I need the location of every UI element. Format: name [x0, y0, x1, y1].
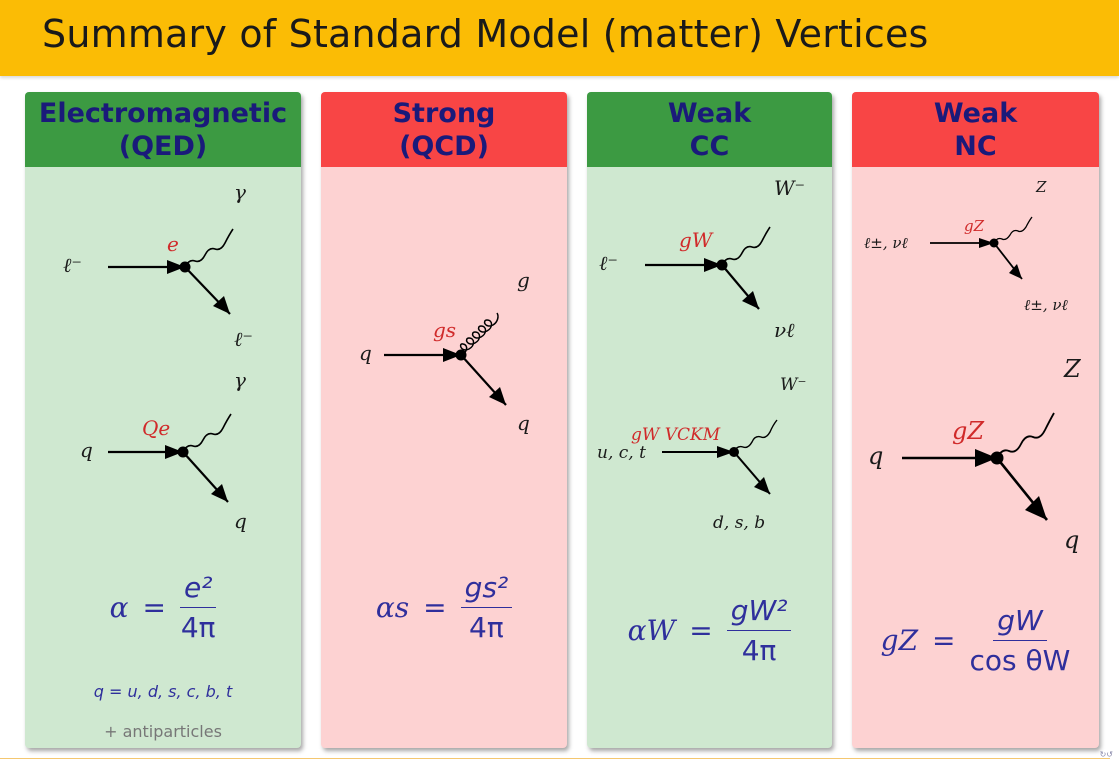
qed-v2-coupling: Qe — [142, 416, 170, 440]
beamer-navigation-icon[interactable]: ↻↺ — [1099, 750, 1113, 759]
header-qcd-line2: (QCD) — [399, 130, 489, 162]
qed-v1-coupling: e — [167, 232, 179, 256]
weak-nc-formula-numerator: gW — [993, 604, 1047, 641]
weak-nc-feynman-diagrams: ℓ±, νℓ gZ Z ℓ±, νℓ q gZ Z q — [864, 178, 1082, 554]
weak-nc-v1-in-label: ℓ±, νℓ — [864, 234, 908, 252]
qed-feynman-diagrams: ℓ⁻ e γ ℓ⁻ q Qe γ q — [63, 180, 253, 533]
weak-nc-v1-coupling: gZ — [964, 217, 985, 235]
weak-nc-formula-equals: = — [932, 623, 956, 657]
weak-nc-formula-denominator: cos θW — [969, 643, 1071, 677]
weak-nc-vertex-1: ℓ±, νℓ gZ Z ℓ±, νℓ — [864, 178, 1068, 314]
weak-nc-v2-out-label: q — [1064, 526, 1079, 554]
weak-cc-formula-numerator: gW² — [726, 594, 792, 631]
qed-formula-lhs: α — [109, 590, 129, 624]
title-bar: Summary of Standard Model (matter) Verti… — [0, 0, 1119, 76]
qed-v2-in-label: q — [80, 438, 93, 462]
weak-cc-v1-coupling: gW — [679, 228, 714, 252]
qcd-feynman-diagram: q gs g q — [359, 268, 530, 435]
qcd-formula-numerator: gs² — [460, 571, 513, 608]
qed-quark-list: q = u, d, s, c, b, t — [93, 682, 233, 701]
header-qed-line1: Electromagnetic — [38, 97, 288, 129]
weak-cc-formula-fraction: gW² 4π — [726, 594, 792, 667]
qed-vertex-2: q Qe γ q — [80, 368, 247, 533]
qed-vertex-1: ℓ⁻ e γ ℓ⁻ — [63, 180, 253, 351]
header-qed-line2: (QED) — [118, 130, 208, 162]
weak-nc-v1-boson-label: Z — [1035, 178, 1047, 196]
weak-nc-v2-boson-label: Z — [1063, 355, 1082, 383]
header-weak-cc-line1: Weak — [667, 97, 752, 129]
qcd-coupling: gs — [433, 318, 456, 342]
qed-v1-in-label: ℓ⁻ — [63, 253, 82, 277]
qed-formula-numerator: e² — [179, 571, 217, 608]
weak-cc-v1-out-label: νℓ — [774, 318, 795, 342]
weak-cc-v2-coupling: gW VCKM — [631, 425, 721, 445]
qed-formula-fraction: e² 4π — [179, 571, 217, 644]
weak-cc-v2-out-label: d, s, b — [713, 513, 765, 533]
weak-nc-formula-fraction: gW cos θW — [970, 604, 1071, 677]
qcd-formula-fraction: gs² 4π — [460, 571, 513, 644]
weak-nc-v1-out-label: ℓ±, νℓ — [1024, 296, 1068, 314]
weak-nc-formula: gZ = gW cos θW — [852, 600, 1099, 680]
qed-formula-denominator: 4π — [180, 610, 216, 644]
weak-cc-v1-in-label: ℓ⁻ — [599, 251, 618, 275]
slide-title: Summary of Standard Model (matter) Verti… — [42, 12, 929, 56]
qed-v2-boson-label: γ — [234, 368, 246, 392]
qed-formula: α = e² 4π — [25, 567, 301, 647]
qcd-boson-label: g — [517, 268, 530, 292]
qcd-vertex: q gs g q — [359, 268, 530, 435]
weak-cc-formula: αW = gW² 4π — [587, 590, 832, 670]
qcd-formula-equals: = — [423, 590, 447, 624]
column-weak-cc: Weak CC ℓ⁻ gW W⁻ νℓ u, c, t gW VCKM W⁻ d… — [587, 92, 832, 748]
qed-antiparticles-note: + antiparticles — [104, 722, 222, 741]
weak-cc-v2-boson-label: W⁻ — [780, 375, 806, 395]
qed-formula-equals: = — [142, 590, 166, 624]
column-header-weak-cc: Weak CC — [587, 92, 832, 167]
weak-cc-vertex-1: ℓ⁻ gW W⁻ νℓ — [599, 176, 805, 342]
column-header-qed: Electromagnetic (QED) — [25, 92, 301, 167]
header-weak-nc-line1: Weak — [933, 97, 1018, 129]
qcd-formula-lhs: αs — [375, 590, 410, 624]
qcd-in-label: q — [359, 341, 372, 365]
column-header-weak-nc: Weak NC — [852, 92, 1099, 167]
column-weak-nc: Weak NC ℓ±, νℓ gZ Z ℓ±, νℓ q gZ Z q — [852, 92, 1099, 748]
weak-cc-feynman-diagrams: ℓ⁻ gW W⁻ νℓ u, c, t gW VCKM W⁻ d, s, b — [597, 176, 806, 533]
column-header-qcd: Strong (QCD) — [321, 92, 567, 167]
weak-cc-vertex-2: u, c, t gW VCKM W⁻ d, s, b — [597, 375, 806, 533]
qcd-formula: αs = gs² 4π — [321, 567, 567, 647]
qcd-formula-denominator: 4π — [469, 610, 504, 644]
qcd-out-label: q — [517, 411, 530, 435]
weak-cc-v1-boson-label: W⁻ — [774, 176, 805, 200]
column-qed: Electromagnetic (QED) ℓ⁻ e γ ℓ⁻ q Qe γ — [25, 92, 301, 748]
weak-nc-v2-coupling: gZ — [952, 417, 985, 445]
weak-cc-formula-lhs: αW — [627, 613, 676, 647]
header-weak-nc-line2: NC — [954, 130, 997, 162]
weak-nc-vertex-2: q gZ Z q — [868, 355, 1082, 554]
weak-nc-formula-lhs: gZ — [880, 623, 919, 657]
header-qcd-line1: Strong — [392, 97, 496, 129]
weak-cc-formula-equals: = — [689, 613, 713, 647]
weak-cc-formula-denominator: 4π — [741, 633, 777, 667]
qed-v1-out-label: ℓ⁻ — [234, 327, 253, 351]
header-weak-cc-line2: CC — [689, 130, 730, 162]
qed-v1-boson-label: γ — [234, 180, 246, 204]
footer-rule — [0, 758, 1110, 759]
weak-nc-v2-in-label: q — [868, 442, 883, 470]
qed-v2-out-label: q — [234, 509, 247, 533]
weak-cc-v2-in-label: u, c, t — [597, 443, 646, 463]
column-qcd: Strong (QCD) q gs g q αs = gs² 4π — [321, 92, 567, 748]
